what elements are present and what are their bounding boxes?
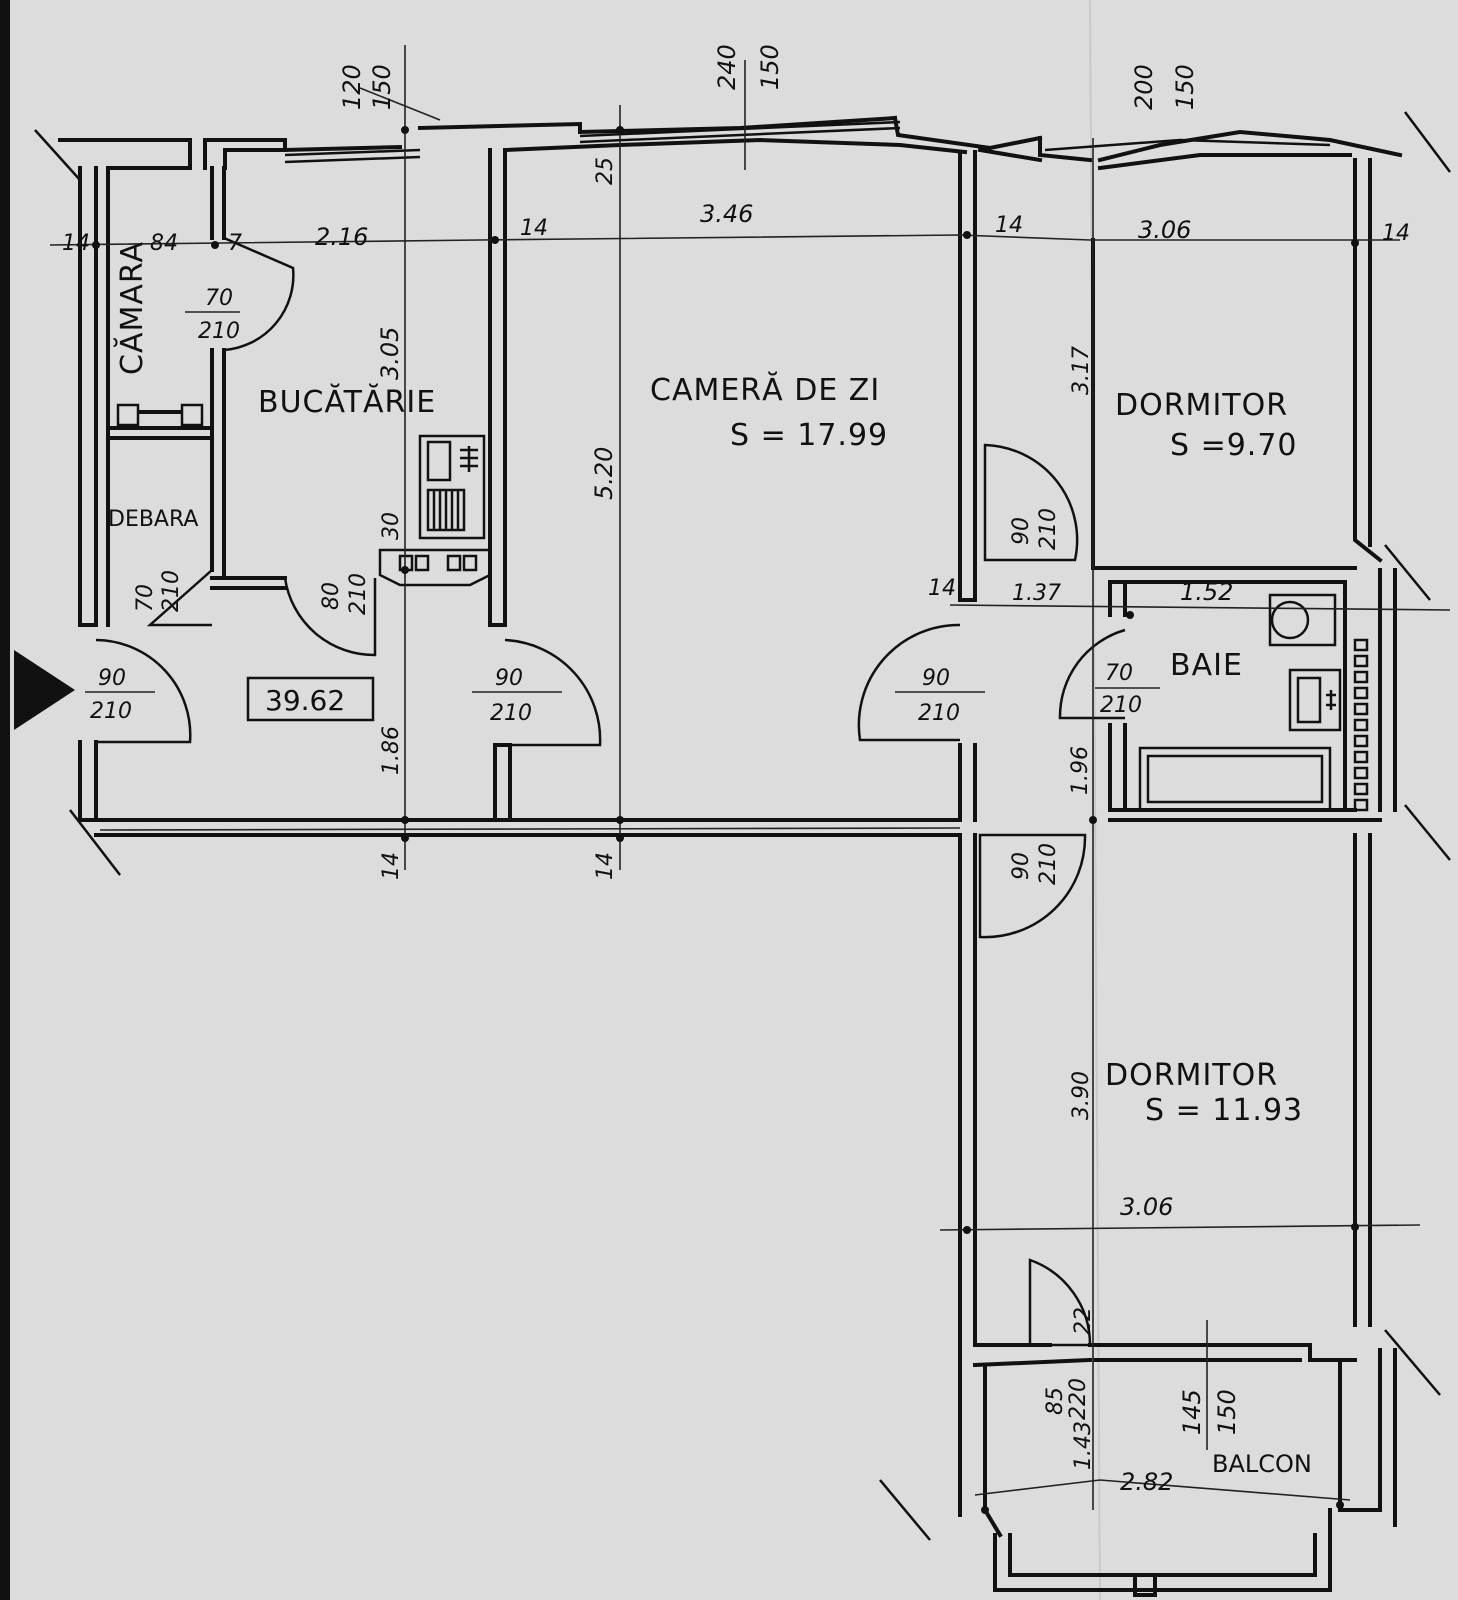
dim-14-d: 14 [1382, 221, 1410, 246]
door-camara [223, 236, 295, 352]
door-debara-width: 70 [133, 584, 158, 612]
door-hall-width: 90 [495, 666, 523, 691]
door-bucatarie-height: 210 [346, 573, 371, 615]
dim-3-05: 3.05 [376, 327, 404, 380]
window-4-height: 150 [1213, 1389, 1241, 1435]
total-area-value: 39.62 [265, 684, 345, 717]
door-living-height: 210 [918, 701, 960, 726]
window-4-width: 145 [1178, 1389, 1206, 1435]
door-entry-width: 90 [98, 666, 126, 691]
dim-14-e: 14 [928, 576, 956, 601]
door-bucatarie-width: 80 [319, 582, 344, 610]
window-1-height: 150 [368, 64, 396, 110]
door-camara-height: 210 [198, 319, 240, 344]
stove-icon [418, 434, 486, 540]
door-dormitor1-height: 210 [1036, 508, 1061, 550]
window-3-width: 200 [1130, 64, 1158, 110]
room-label-camera-de-zi: CAMERĂ DE ZI [650, 371, 880, 408]
door-baie-width: 70 [1105, 661, 1133, 686]
dim-1-96: 1.96 [1068, 746, 1093, 795]
door-debara-height: 210 [159, 570, 184, 612]
room-label-bucatarie: BUCĂTĂRIE [258, 383, 436, 420]
door-baie [1058, 628, 1126, 720]
dim-1-86: 1.86 [379, 726, 404, 775]
dim-3-90: 3.90 [1069, 1071, 1094, 1120]
door-balcon-height: 220 [1066, 1378, 1091, 1420]
room-area-camera-de-zi: S = 17.99 [730, 418, 888, 453]
dim-2-16: 2.16 [315, 223, 368, 251]
door-dormitor2-height: 210 [1036, 843, 1061, 885]
door-hall [504, 638, 602, 747]
door-dormitor1-width: 90 [1009, 517, 1034, 545]
dim-14-b: 14 [520, 216, 548, 241]
paper-edge [0, 0, 10, 1600]
door-dormitor2 [978, 833, 1087, 939]
dim-25: 25 [593, 157, 618, 185]
door-entry-height: 210 [90, 699, 132, 724]
dim-14-c: 14 [995, 213, 1023, 238]
dimension-text: 14 84 7 2.16 14 3.46 14 3.06 14 3.05 5.2… [62, 157, 1410, 1496]
room-label-balcon: BALCON [1212, 1450, 1312, 1478]
dim-3-17: 3.17 [1069, 346, 1094, 395]
dim-30: 30 [379, 512, 404, 540]
room-area-dormitor-1: S =9.70 [1170, 428, 1298, 463]
dim-2-82: 2.82 [1120, 1468, 1173, 1496]
room-label-baie: BAIE [1170, 648, 1243, 683]
dim-84: 84 [150, 231, 178, 256]
door-debara [146, 569, 213, 627]
dim-7: 7 [228, 231, 242, 256]
window-2-width: 240 [713, 44, 741, 90]
exterior-walls [34, 111, 1451, 1597]
door-living [857, 623, 961, 742]
room-label-dormitor-2: DORMITOR [1105, 1058, 1278, 1093]
window-1-width: 120 [338, 64, 366, 110]
room-labels: CĂMARA BUCĂTĂRIE DEBARA CAMERĂ DE ZI S =… [108, 241, 1312, 1478]
washbasin-icon [1288, 668, 1342, 732]
door-balcon [1028, 1258, 1092, 1347]
dim-1-43: 1.43 [1071, 1421, 1096, 1470]
door-sizes: 70 210 70 210 80 210 90 210 90 210 90 21… [85, 286, 1160, 1420]
door-entry [95, 638, 192, 744]
total-area-box [246, 676, 375, 722]
dimension-lines [49, 45, 1451, 1514]
toilet-icon [1268, 593, 1337, 647]
sink-icon [378, 548, 492, 587]
dim-3-06-top: 3.06 [1138, 216, 1191, 244]
dim-14-f: 14 [379, 852, 404, 880]
window-2-height: 150 [756, 44, 784, 90]
door-balcon-width: 85 [1043, 1387, 1068, 1415]
window-dimensions: 120 150 240 150 200 150 145 150 [338, 44, 1241, 1435]
dim-3-46: 3.46 [700, 200, 753, 228]
door-dormitor2-width: 90 [1009, 852, 1034, 880]
radiator-icon [1353, 638, 1369, 812]
entrance-arrow-icon [14, 650, 75, 730]
dim-3-06-bottom: 3.06 [1120, 1193, 1173, 1221]
fixtures [14, 434, 1369, 812]
door-camara-width: 70 [205, 286, 233, 311]
door-dormitor1 [983, 443, 1079, 562]
window-3-height: 150 [1171, 64, 1199, 110]
room-label-camara: CĂMARA [113, 241, 150, 375]
door-baie-height: 210 [1100, 693, 1142, 718]
dim-22: 22 [1071, 1307, 1096, 1335]
bathtub-icon [1138, 746, 1332, 812]
room-label-dormitor-1: DORMITOR [1115, 388, 1288, 423]
dim-5-20: 5.20 [590, 447, 618, 500]
door-hall-height: 210 [490, 701, 532, 726]
room-area-dormitor-2: S = 11.93 [1145, 1093, 1303, 1128]
dim-14-a: 14 [62, 231, 90, 256]
doors [95, 236, 1126, 1347]
dim-14-g: 14 [593, 852, 618, 880]
dim-1-52: 1.52 [1180, 578, 1233, 606]
door-living-width: 90 [922, 666, 950, 691]
door-bucatarie [283, 577, 377, 657]
room-label-debara: DEBARA [108, 507, 198, 532]
dim-1-37: 1.37 [1012, 581, 1061, 606]
